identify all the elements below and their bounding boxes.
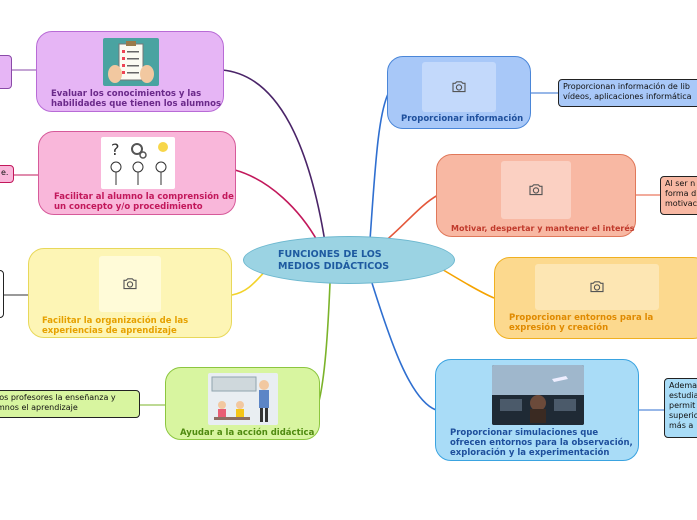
topic-organizacion[interactable]: Facilitar la organización de las experie… — [28, 248, 232, 338]
topic-simulaciones-label: Proporcionar simulaciones que ofrecen en… — [450, 428, 633, 458]
topic-evaluar[interactable]: Evaluar los conocimientos y las habilida… — [36, 31, 224, 112]
ayudar-line1: Ayudar a la acción didáctica — [180, 428, 315, 438]
note-comprension[interactable]: e. — [0, 165, 14, 183]
link-simulaciones — [371, 282, 437, 411]
link-evaluar — [221, 69, 326, 243]
image-placeholder — [422, 62, 496, 112]
thinking-people-icon: ? — [101, 137, 175, 189]
topic-motivar[interactable]: Motivar, despertar y mantener el interés — [436, 154, 636, 237]
classroom-icon — [208, 373, 278, 425]
organizacion-line2: experiencias de aprendizaje — [42, 326, 177, 336]
evaluar-line1: Evaluar los conocimientos y las — [51, 89, 202, 99]
image-placeholder — [501, 161, 571, 219]
camera-icon — [529, 184, 543, 196]
topic-simulaciones[interactable]: Proporcionar simulaciones que ofrecen en… — [435, 359, 639, 461]
link-info — [369, 89, 391, 241]
link-comprension — [234, 169, 319, 243]
image-placeholder — [99, 256, 161, 312]
central-title-line1: FUNCIONES DE LOS — [278, 249, 382, 260]
note-ayudar-line1: los profesores la enseñanza y — [0, 393, 116, 402]
note-organizacion-edge[interactable] — [0, 270, 4, 318]
topic-organizacion-label: Facilitar la organización de las experie… — [42, 316, 188, 336]
expresion-line2: expresión y creación — [509, 323, 609, 333]
camera-icon — [590, 281, 604, 293]
camera-icon — [452, 81, 466, 93]
clipboard-checklist-icon — [103, 38, 159, 86]
note-comprension-line1: e. — [1, 168, 9, 177]
simulaciones-line2: ofrecen entornos para la observación, — [450, 438, 633, 448]
image-placeholder — [535, 264, 659, 310]
informacion-line1: Proporcionar información — [401, 114, 524, 124]
note-simulaciones[interactable]: Adema estudia permit superio más a — [664, 378, 697, 438]
organizacion-line1: Facilitar la organización de las — [42, 316, 189, 326]
camera-icon — [123, 278, 137, 290]
topic-motivar-label: Motivar, despertar y mantener el interés — [451, 224, 635, 234]
topic-ayudar-label: Ayudar a la acción didáctica — [180, 428, 314, 438]
note-info-line1: Proporcionan información de lib — [563, 82, 690, 91]
svg-text:?: ? — [111, 140, 120, 159]
note-informacion[interactable]: Proporcionan información de lib vídeos, … — [558, 79, 697, 107]
note-motivar-line2: forma d — [665, 189, 697, 198]
note-sim-line1: Adema — [669, 381, 697, 390]
link-expresion — [439, 267, 495, 299]
note-sim-line5: más a — [669, 421, 694, 430]
note-ayudar-line2: mnos el aprendizaje — [0, 403, 78, 412]
simulaciones-line1: Proporcionar simulaciones que — [450, 428, 599, 438]
topic-evaluar-label: Evaluar los conocimientos y las habilida… — [51, 89, 221, 109]
cockpit-simulator-icon — [492, 365, 584, 425]
topic-expresion-label: Proporcionar entornos para la expresión … — [509, 313, 653, 333]
expresion-line1: Proporcionar entornos para la — [509, 313, 654, 323]
note-motivar-line3: motivac — [665, 199, 697, 208]
central-topic-label: FUNCIONES DE LOS MEDIOS DIDÁCTICOS — [278, 249, 389, 273]
central-topic[interactable]: FUNCIONES DE LOS MEDIOS DIDÁCTICOS — [243, 236, 455, 284]
simulaciones-line3: exploración y la experimentación — [450, 448, 610, 458]
comprension-line2: un concepto y/o procedimiento — [54, 202, 203, 212]
note-motivar[interactable]: Al ser n forma d motivac — [660, 176, 697, 215]
note-ayudar[interactable]: los profesores la enseñanza y mnos el ap… — [0, 390, 140, 418]
evaluar-line2: habilidades que tienen los alumnos — [51, 99, 222, 109]
topic-informacion[interactable]: Proporcionar información — [387, 56, 531, 129]
note-info-line2: vídeos, aplicaciones informática — [563, 92, 692, 101]
note-sim-line4: superio — [669, 411, 697, 420]
topic-comprension-label: Facilitar al alumno la comprensión de un… — [54, 192, 234, 212]
central-title-line2: MEDIOS DIDÁCTICOS — [278, 261, 390, 272]
note-motivar-line1: Al ser n — [665, 179, 696, 188]
note-sim-line2: estudia — [669, 391, 697, 400]
note-evaluar-edge[interactable] — [0, 55, 12, 89]
topic-comprension[interactable]: ? Facilitar al alumno la comprensión de … — [38, 131, 236, 215]
topic-expresion[interactable]: Proporcionar entornos para la expresión … — [494, 257, 697, 339]
motivar-line1: Motivar, despertar y mantener el interés — [451, 224, 635, 233]
comprension-line1: Facilitar al alumno la comprensión de — [54, 192, 234, 202]
note-sim-line3: permit — [669, 401, 696, 410]
link-motivar — [382, 194, 439, 244]
topic-ayudar[interactable]: Ayudar a la acción didáctica — [165, 367, 320, 440]
topic-informacion-label: Proporcionar información — [401, 114, 523, 124]
link-ayudar — [317, 282, 331, 406]
